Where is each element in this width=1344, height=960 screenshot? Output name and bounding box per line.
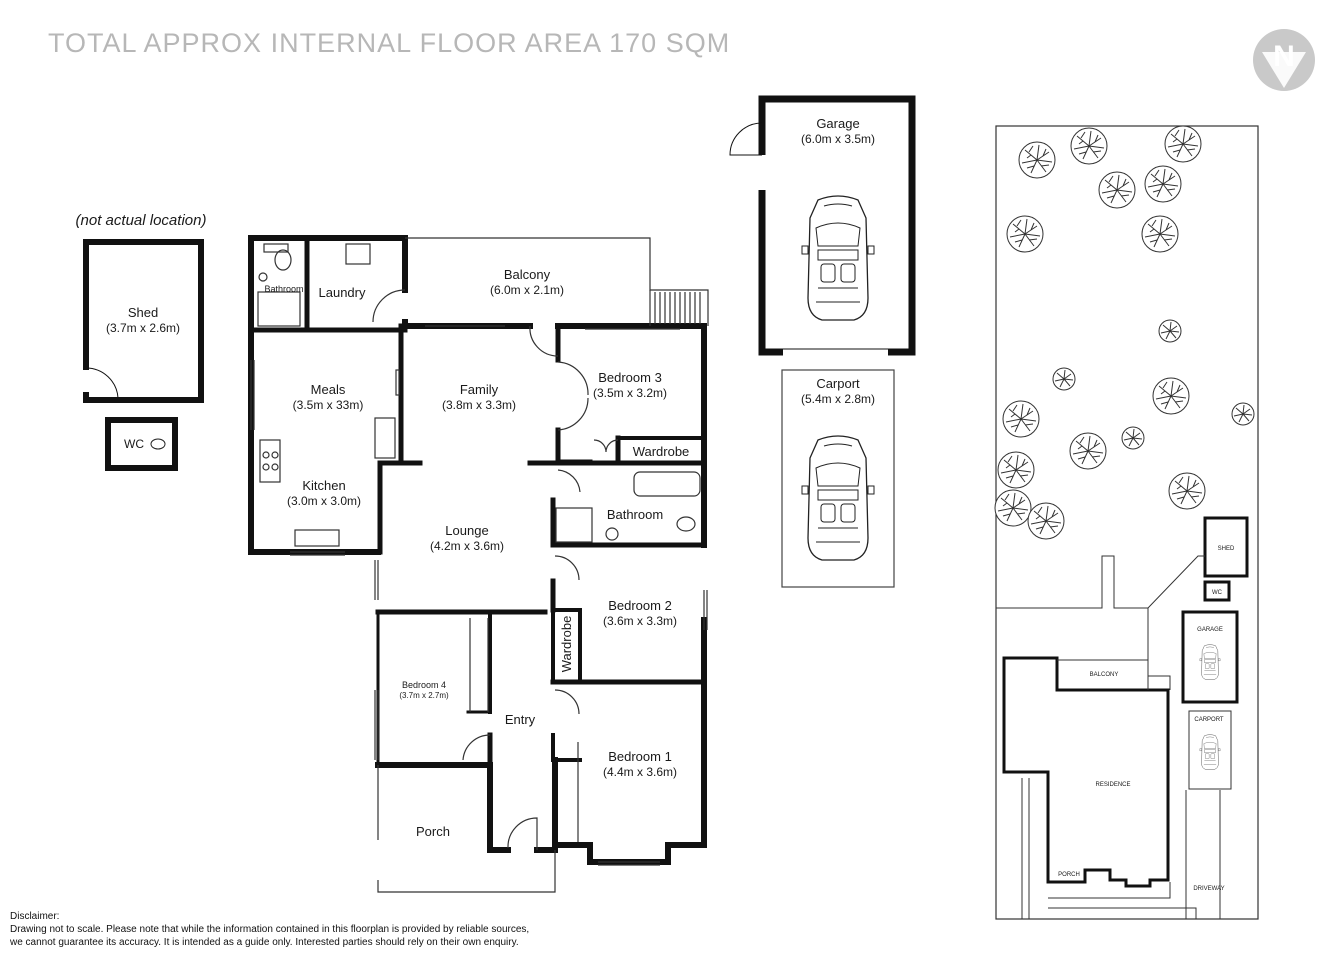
room-size-bedroom-2: (3.6m x 3.3m) — [603, 614, 677, 628]
room-label-shed: Shed — [128, 305, 158, 320]
room-size-family: (3.8m x 3.3m) — [442, 398, 516, 412]
room-size-garage: (6.0m x 3.5m) — [801, 132, 875, 146]
page-title: TOTAL APPROX INTERNAL FLOOR AREA 170 SQM — [48, 28, 731, 58]
site-label-residence: RESIDENCE — [1095, 782, 1130, 788]
site-label-garage: GARAGE — [1197, 627, 1223, 633]
site-garage-car-icon — [1199, 644, 1221, 680]
svg-text:N: N — [1273, 40, 1295, 73]
disclaimer-heading: Disclaimer: — [10, 911, 60, 922]
garage-walls — [729, 95, 916, 356]
shed-walls — [83, 239, 204, 471]
site-label-driveway: DRIVEWAY — [1193, 886, 1224, 892]
room-size-bedroom-1: (4.4m x 3.6m) — [603, 765, 677, 779]
room-size-bedroom-3: (3.5m x 3.2m) — [593, 386, 667, 400]
room-label-wardrobe-side: Wardrobe — [559, 616, 574, 673]
room-label-kitchen: Kitchen — [302, 478, 345, 493]
carport-outline — [781, 369, 895, 588]
site-label-wc: WC — [1212, 590, 1223, 596]
room-label-bedroom-1: Bedroom 1 — [608, 749, 672, 764]
room-label-lounge: Lounge — [445, 523, 488, 538]
room-label-bedroom-4: Bedroom 4 — [402, 680, 446, 690]
room-size-meals: (3.5m x 33m) — [293, 398, 364, 412]
room-size-shed: (3.7m x 2.6m) — [106, 321, 180, 335]
room-size-carport: (5.4m x 2.8m) — [801, 392, 875, 406]
carport-car-icon — [801, 435, 875, 561]
room-label-porch: Porch — [416, 824, 450, 839]
site-label-carport: CARPORT — [1194, 717, 1224, 723]
room-label-wc: WC — [124, 437, 144, 451]
room-label-garage: Garage — [816, 116, 859, 131]
site-carport-car-icon — [1199, 734, 1221, 770]
room-label-bedroom-3: Bedroom 3 — [598, 370, 662, 385]
house-thin-lines — [250, 237, 709, 893]
room-label-bathroom: Bathroom — [607, 507, 663, 522]
room-label-laundry: Laundry — [319, 285, 366, 300]
room-label-carport: Carport — [816, 376, 860, 391]
site-plan — [994, 125, 1259, 920]
room-label-balcony: Balcony — [504, 267, 551, 282]
disclaimer: Disclaimer: Drawing not to scale. Please… — [10, 910, 529, 949]
room-label-meals: Meals — [311, 382, 346, 397]
location-note: (not actual location) — [76, 212, 207, 229]
room-label-bedroom-2: Bedroom 2 — [608, 598, 672, 613]
site-label-porch: PORCH — [1058, 872, 1080, 878]
disclaimer-line-1: Drawing not to scale. Please note that w… — [10, 924, 530, 935]
compass-north-icon: N — [1253, 29, 1315, 91]
garage-car-icon — [801, 195, 875, 321]
room-size-balcony: (6.0m x 2.1m) — [490, 283, 564, 297]
room-label-bathroom-small: Bathroom — [264, 284, 303, 294]
room-size-kitchen: (3.0m x 3.0m) — [287, 494, 361, 508]
room-label-entry: Entry — [505, 712, 536, 727]
room-label-wardrobe-top: Wardrobe — [633, 444, 690, 459]
site-label-balcony: BALCONY — [1090, 672, 1119, 678]
disclaimer-line-2: we cannot guarantee its accuracy. It is … — [10, 937, 519, 948]
room-size-bedroom-4: (3.7m x 2.7m) — [399, 691, 449, 700]
room-size-lounge: (4.2m x 3.6m) — [430, 539, 504, 553]
site-label-shed: SHED — [1218, 546, 1235, 552]
room-label-family: Family — [460, 382, 499, 397]
